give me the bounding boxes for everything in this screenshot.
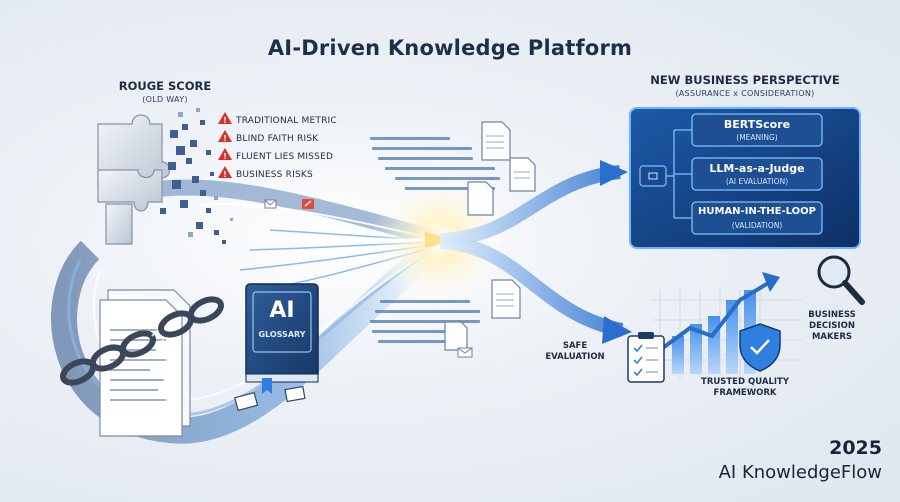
checklist-icon [627, 332, 665, 383]
safe-evaluation-label: SAFE EVALUATION [540, 341, 610, 363]
new-perspective-heading: NEW BUSINESS PERSPECTIVE [650, 73, 840, 87]
book-icon [245, 283, 319, 394]
bertscore-label: BERTScore [723, 118, 791, 131]
decision-makers-line-3: MAKERS [811, 332, 853, 342]
stream-to-panel [439, 165, 621, 247]
footer-brand: AI KnowledgeFlow [718, 462, 882, 483]
llm-judge-sub: (AI EVALUATION) [725, 177, 789, 186]
bertscore-sub: (MEANING) [736, 133, 778, 142]
safe-evaluation-line-1: SAFE [562, 341, 588, 351]
broken-chain-icon [60, 296, 224, 386]
human-loop-label: HUMAN-IN-THE-LOOP [698, 206, 816, 217]
rouge-score-subheading: (OLD WAY) [142, 95, 188, 104]
svg-text:!: ! [223, 116, 227, 125]
mail-icon [234, 385, 306, 412]
risk-fluent-lies: FLUENT LIES MISSED [236, 152, 334, 162]
trusted-framework-label: TRUSTED QUALITY FRAMEWORK [690, 377, 800, 399]
risk-business: BUSINESS RISKS [236, 170, 313, 180]
document-icon [444, 121, 536, 351]
human-loop-sub: (VALIDATION) [731, 221, 783, 230]
trusted-framework-line-1: TRUSTED QUALITY [701, 377, 789, 387]
page-title: AI-Driven Knowledge Platform [267, 36, 633, 60]
pixel-fragments [160, 120, 226, 244]
stream-to-chart [439, 235, 624, 337]
rouge-score-heading: ROUGE SCORE [118, 79, 212, 93]
new-perspective-subheading: (ASSURANCE x CONSIDERATION) [675, 89, 815, 98]
svg-text:!: ! [223, 152, 227, 161]
puzzle-icon [97, 114, 171, 245]
svg-text:!: ! [223, 170, 227, 179]
shield-check-icon [739, 323, 781, 372]
safe-evaluation-line-2: EVALUATION [545, 352, 605, 362]
risk-traditional-metric: TRADITIONAL METRIC [236, 116, 337, 126]
llm-judge-label: LLM-as-a-Judge [709, 162, 805, 175]
trusted-framework-line-2: FRAMEWORK [713, 388, 777, 398]
svg-text:!: ! [223, 134, 227, 143]
glossary-book-label: GLOSSARY [258, 330, 306, 339]
decision-makers-label: BUSINESS DECISION MAKERS [792, 310, 872, 343]
hub-node [639, 165, 667, 187]
footer-year: 2025 [829, 437, 882, 459]
risk-blind-faith: BLIND FAITH RISK [236, 134, 319, 144]
growth-chart [652, 272, 802, 380]
decision-makers-line-2: DECISION [809, 321, 855, 331]
warning-icon [218, 112, 232, 178]
magnifier-icon [817, 255, 865, 305]
decision-makers-line-1: BUSINESS [808, 310, 856, 320]
glossary-book-title: AI [269, 298, 295, 323]
